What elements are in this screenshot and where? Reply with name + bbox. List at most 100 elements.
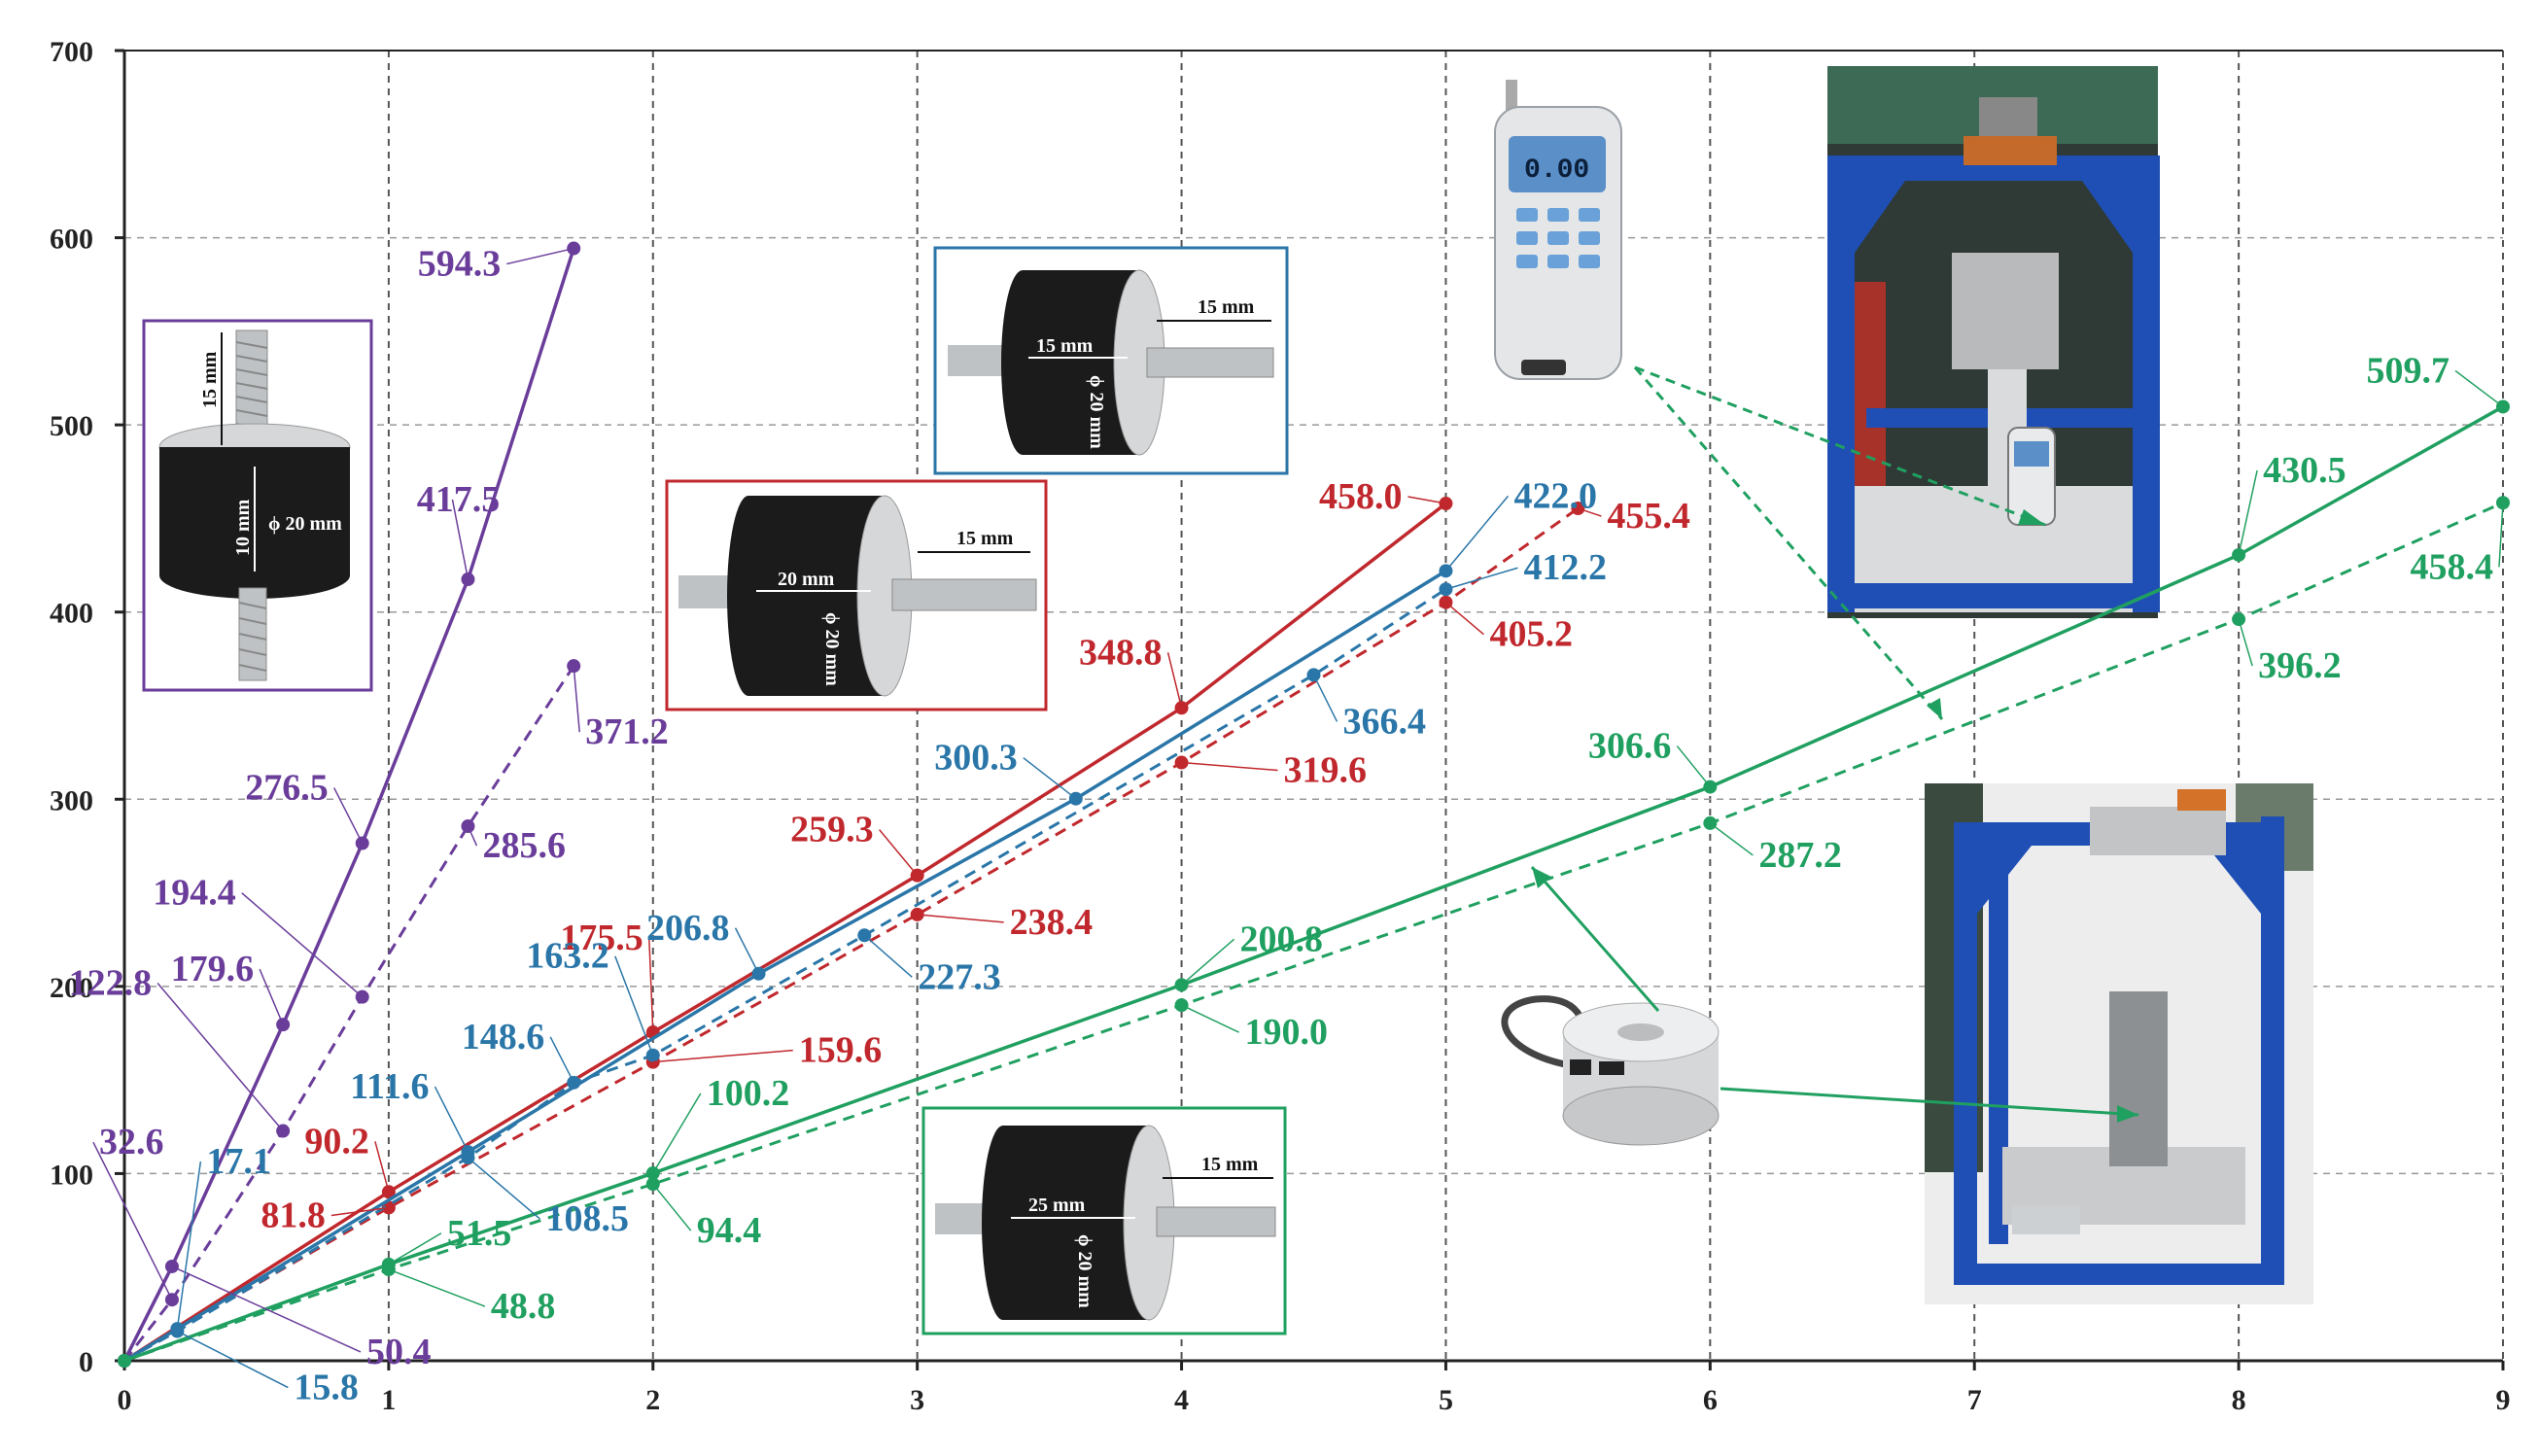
data-label-red: 319.6 (1284, 750, 1368, 791)
x-tick-label: 9 (2496, 1384, 2511, 1416)
red-length-dim: 20 mm (778, 569, 835, 590)
data-label-green: 190.0 (1245, 1012, 1329, 1053)
series-line-purple-dashed (122, 665, 575, 1362)
label-leader (506, 247, 574, 265)
x-tick-label: 6 (1703, 1384, 1718, 1416)
data-label-blue: 163.2 (526, 936, 609, 977)
label-leader (879, 829, 919, 877)
data-label-blue: 227.3 (918, 956, 1000, 997)
y-tick-label: 600 (50, 224, 93, 256)
y-tick-label: 700 (50, 36, 93, 68)
data-label-red: 458.0 (1319, 476, 1403, 517)
data-label-green: 458.4 (2411, 546, 2494, 587)
label-leader (374, 1141, 390, 1193)
green-length-dim: 25 mm (1028, 1195, 1086, 1216)
label-leader (467, 1157, 540, 1220)
x-tick-label: 0 (118, 1384, 132, 1416)
label-leader (1578, 507, 1602, 517)
label-leader (388, 1232, 442, 1265)
label-leader (1312, 675, 1338, 722)
data-label-red: 81.8 (261, 1195, 326, 1235)
data-label-blue: 366.4 (1343, 701, 1427, 742)
label-leader (652, 1183, 692, 1231)
blue-diameter-dim: ϕ 20 mm (1086, 375, 1107, 449)
label-leader (1181, 761, 1278, 772)
data-label-red: 238.4 (1010, 902, 1094, 943)
series-line-blue-solid (123, 569, 1447, 1363)
label-leader (1676, 745, 1711, 788)
data-label-blue: 17.1 (206, 1141, 271, 1182)
test-rig-photo-2 (1925, 783, 2313, 1304)
series-line-purple-solid (122, 248, 575, 1362)
y-tick-label: 0 (79, 1346, 93, 1378)
label-leader (171, 1265, 362, 1353)
data-label-blue: 108.5 (545, 1198, 629, 1239)
data-label-green: 51.5 (447, 1213, 512, 1254)
y-tick-label: 100 (50, 1159, 93, 1191)
label-leader (1444, 495, 1510, 572)
label-leader (156, 983, 284, 1132)
label-leader (2454, 369, 2504, 408)
purple-diameter-dim: ϕ 20 mm (268, 513, 342, 535)
label-leader (614, 955, 654, 1056)
data-label-red: 455.4 (1607, 496, 1690, 537)
label-leader (648, 938, 654, 1033)
x-tick-label: 7 (1967, 1384, 1982, 1416)
data-label-purple: 285.6 (482, 825, 566, 866)
green-diameter-dim: ϕ 20 mm (1074, 1234, 1095, 1308)
data-label-blue: 300.3 (934, 738, 1018, 779)
purple-specimen-inset: 15 mm 10 mm ϕ 20 mm (142, 319, 373, 692)
data-label-green: 396.2 (2258, 645, 2342, 686)
data-label-red: 159.6 (799, 1030, 883, 1071)
label-leader (241, 892, 364, 998)
data-label-green: 100.2 (707, 1073, 790, 1114)
data-label-purple: 122.8 (69, 963, 153, 1004)
data-label-red: 90.2 (304, 1121, 369, 1161)
device-arrows (1530, 365, 2139, 1123)
red-diameter-dim: ϕ 20 mm (821, 612, 843, 686)
data-label-purple: 371.2 (585, 711, 669, 752)
data-label-purple: 417.5 (417, 479, 501, 520)
data-label-green: 200.8 (1240, 919, 1324, 959)
label-leader (917, 914, 1004, 923)
label-leader (2238, 618, 2253, 667)
data-label-blue: 412.2 (1523, 547, 1607, 588)
data-label-purple: 194.4 (153, 873, 236, 914)
label-leader (1181, 1004, 1239, 1033)
label-leader (863, 934, 913, 978)
label-leader (467, 825, 478, 847)
x-tick-label: 8 (2232, 1384, 2246, 1416)
label-layer: 50.4179.6276.5417.5594.332.6122.8194.428… (69, 244, 2504, 1408)
series-line-red-solid (123, 502, 1447, 1363)
green-specimen-inset: 25 mm ϕ 20 mm 15 mm (921, 1106, 1287, 1335)
data-label-purple: 276.5 (245, 768, 329, 809)
purple-thread-dim: 15 mm (199, 351, 221, 408)
red-specimen-inset: 20 mm ϕ 20 mm 15 mm (665, 479, 1048, 711)
label-leader (1709, 822, 1754, 856)
label-leader (652, 1092, 702, 1174)
y-tick-label: 500 (50, 410, 93, 442)
label-leader (1023, 757, 1077, 800)
force-gauge-device: 0.00 (1494, 80, 1622, 380)
data-point-green (118, 1354, 131, 1368)
data-label-green: 94.4 (697, 1210, 762, 1251)
label-leader (333, 787, 364, 844)
data-label-purple: 32.6 (99, 1122, 164, 1162)
data-label-blue: 206.8 (646, 908, 730, 949)
y-tick-label: 300 (50, 784, 93, 816)
label-leader (1445, 567, 1518, 590)
label-leader (549, 1036, 574, 1084)
data-label-blue: 111.6 (350, 1066, 429, 1107)
blue-length-dim: 15 mm (1036, 335, 1094, 357)
load-cell-device (1501, 995, 1720, 1146)
x-tick-label: 2 (645, 1384, 660, 1416)
data-label-red: 259.3 (790, 810, 874, 850)
x-tick-label: 1 (381, 1384, 396, 1416)
y-tick-label: 400 (50, 598, 93, 630)
data-label-blue: 422.0 (1513, 475, 1597, 516)
data-label-purple: 50.4 (366, 1332, 432, 1372)
x-tick-label: 5 (1439, 1384, 1453, 1416)
data-label-green: 48.8 (491, 1286, 556, 1327)
